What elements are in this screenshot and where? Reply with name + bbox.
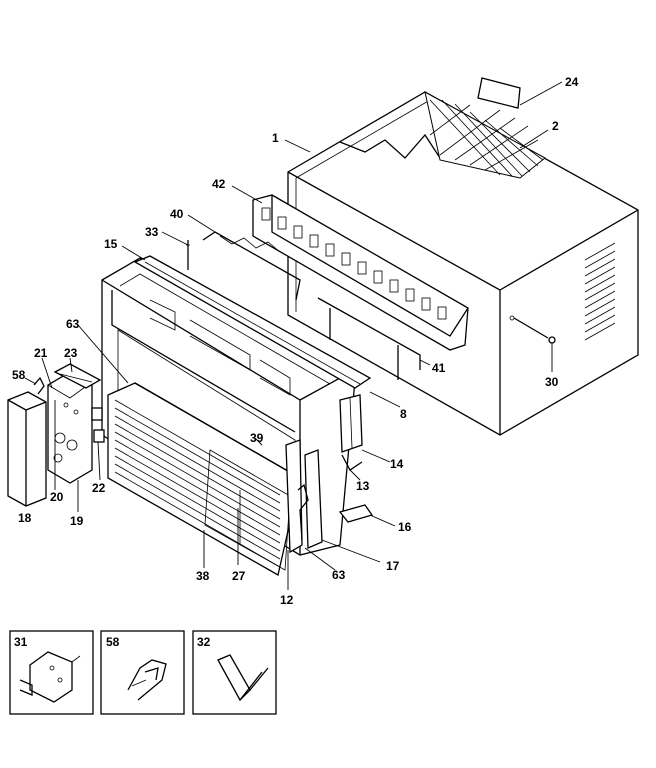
label-20: 20 (50, 490, 64, 504)
label-16: 16 (398, 520, 412, 534)
label-22: 22 (92, 481, 106, 495)
inset-31: 31 (9, 630, 94, 715)
clip-63-lower (297, 483, 309, 541)
insulation-pad (424, 91, 546, 179)
label-63-upper: 63 (66, 317, 80, 331)
switch-22 (91, 407, 105, 443)
label-41: 41 (432, 361, 446, 375)
label-24: 24 (565, 75, 579, 89)
top-trim (133, 255, 372, 389)
side-bracket-17 (304, 449, 323, 549)
label-58: 58 (12, 368, 26, 382)
knob-strip-23 (53, 363, 102, 389)
bracket-40 (202, 231, 301, 301)
inset-58: 58 (100, 630, 185, 715)
inset-label-58: 58 (106, 635, 120, 649)
label-42: 42 (212, 177, 226, 191)
label-33: 33 (145, 225, 159, 239)
label-13: 13 (356, 479, 370, 493)
cabinet (287, 91, 639, 436)
label-30: 30 (545, 375, 559, 389)
label-12: 12 (280, 593, 294, 607)
drain-tray (338, 504, 374, 523)
label-38: 38 (196, 569, 210, 583)
label-21: 21 (34, 346, 48, 360)
label-23: 23 (64, 346, 78, 360)
bracket-41 (317, 297, 421, 380)
label-40: 40 (170, 207, 184, 221)
label-1: 1 (272, 131, 279, 145)
inset-32: 32 (192, 630, 277, 715)
part-labels: 24 2 1 42 40 33 15 63 41 30 8 39 14 13 1… (12, 75, 579, 607)
label-63-lower: 63 (332, 568, 346, 582)
inset-label-31: 31 (14, 635, 28, 649)
label-plate (477, 77, 521, 109)
label-17: 17 (386, 559, 400, 573)
front-grille (107, 382, 301, 576)
label-19: 19 (70, 514, 84, 528)
label-2: 2 (552, 119, 559, 133)
label-18: 18 (18, 511, 32, 525)
label-27: 27 (232, 569, 246, 583)
inset-label-32: 32 (197, 635, 211, 649)
control-door (7, 391, 47, 507)
label-15: 15 (104, 237, 118, 251)
label-39: 39 (250, 431, 264, 445)
label-14: 14 (390, 457, 404, 471)
control-box-14 (339, 394, 363, 453)
side-bracket-12 (285, 439, 303, 554)
leader-lines (24, 81, 563, 590)
louver-rail (252, 194, 469, 351)
clip-58 (33, 376, 45, 395)
label-8: 8 (400, 407, 407, 421)
